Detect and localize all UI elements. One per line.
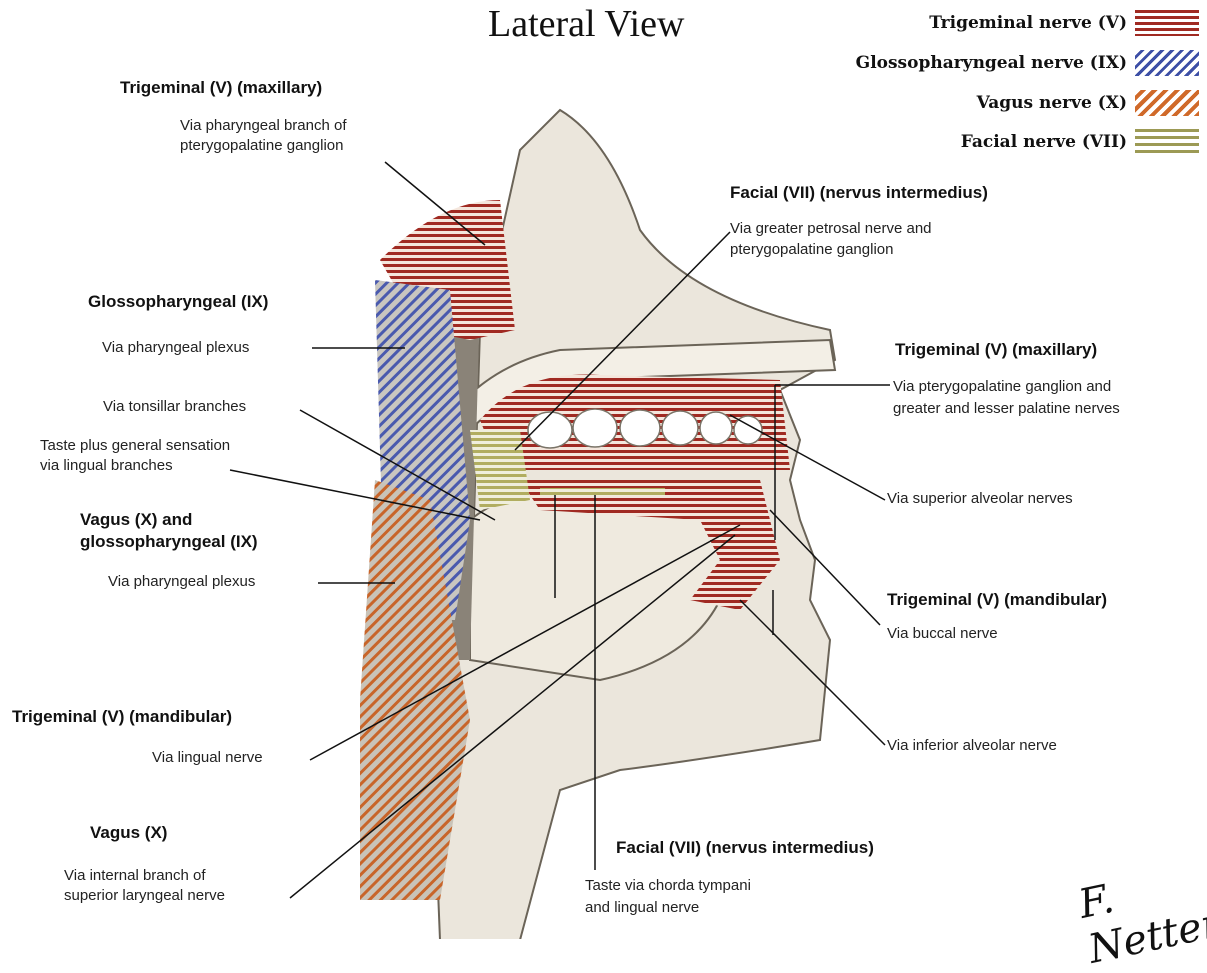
label-trigeminal-mandibular-left: Trigeminal (V) (mandibular)	[12, 707, 232, 727]
legend-swatch	[1135, 10, 1199, 36]
label-sub: via lingual branches	[40, 456, 173, 476]
label-taste-lingual: Taste plus general sensation	[40, 436, 230, 456]
label-trigeminal-maxillary-left: Trigeminal (V) (maxillary)	[120, 78, 322, 98]
label-sub: Via pharyngeal branch of	[180, 116, 347, 136]
label-sub: greater and lesser palatine nerves	[893, 399, 1120, 419]
label-sub: Via pharyngeal plexus	[102, 338, 249, 358]
label-sub: Via buccal nerve	[887, 624, 998, 644]
legend-label: Vagus nerve (X)	[977, 93, 1127, 113]
legend-swatch	[1135, 90, 1199, 116]
legend-swatch	[1135, 50, 1199, 76]
label-superior-alveolar: Via superior alveolar nerves	[887, 489, 1073, 509]
label-tonsillar-branches: Via tonsillar branches	[103, 397, 246, 417]
label-sub: pterygopalatine ganglion	[730, 240, 893, 260]
legend-item-vagus: Vagus nerve (X)	[977, 88, 1199, 118]
legend-label: Facial nerve (VII)	[961, 132, 1127, 152]
label-trigeminal-mandibular-right: Trigeminal (V) (mandibular)	[887, 590, 1107, 610]
label-sub: Taste via chorda tympani	[585, 876, 751, 896]
label-sub: Via pharyngeal plexus	[108, 572, 255, 592]
legend-swatch	[1135, 129, 1199, 155]
label-sub: pterygopalatine ganglion	[180, 136, 343, 156]
legend-label: Glossopharyngeal nerve (IX)	[856, 53, 1127, 73]
legend-item-facial: Facial nerve (VII)	[961, 127, 1199, 157]
label-glossopharyngeal: Glossopharyngeal (IX)	[88, 292, 268, 312]
label-sub: Via lingual nerve	[152, 748, 263, 768]
label-sub: Via pterygopalatine ganglion and	[893, 377, 1111, 397]
label-sub: Via internal branch of	[64, 866, 205, 886]
label-inferior-alveolar: Via inferior alveolar nerve	[887, 736, 1057, 756]
label-vagus-glossopharyngeal-2: glossopharyngeal (IX)	[80, 532, 258, 552]
label-vagus: Vagus (X)	[90, 823, 167, 843]
label-sub: Via greater petrosal nerve and	[730, 219, 932, 239]
label-sub: superior laryngeal nerve	[64, 886, 225, 906]
legend-item-glossopharyngeal: Glossopharyngeal nerve (IX)	[856, 48, 1199, 78]
label-sub: and lingual nerve	[585, 898, 699, 918]
page-title: Lateral View	[488, 2, 684, 46]
diagram-canvas: Lateral View Trigeminal nerve (V) Glosso…	[0, 0, 1207, 939]
legend-item-trigeminal: Trigeminal nerve (V)	[929, 8, 1199, 38]
facial-tongue-strip	[540, 488, 665, 496]
facial-tongue-region	[470, 430, 530, 510]
label-facial-bottom: Facial (VII) (nervus intermedius)	[616, 838, 874, 858]
legend-label: Trigeminal nerve (V)	[929, 13, 1127, 33]
label-facial-top: Facial (VII) (nervus intermedius)	[730, 183, 988, 203]
label-vagus-glossopharyngeal: Vagus (X) and	[80, 510, 192, 530]
label-trigeminal-maxillary-right: Trigeminal (V) (maxillary)	[895, 340, 1097, 360]
